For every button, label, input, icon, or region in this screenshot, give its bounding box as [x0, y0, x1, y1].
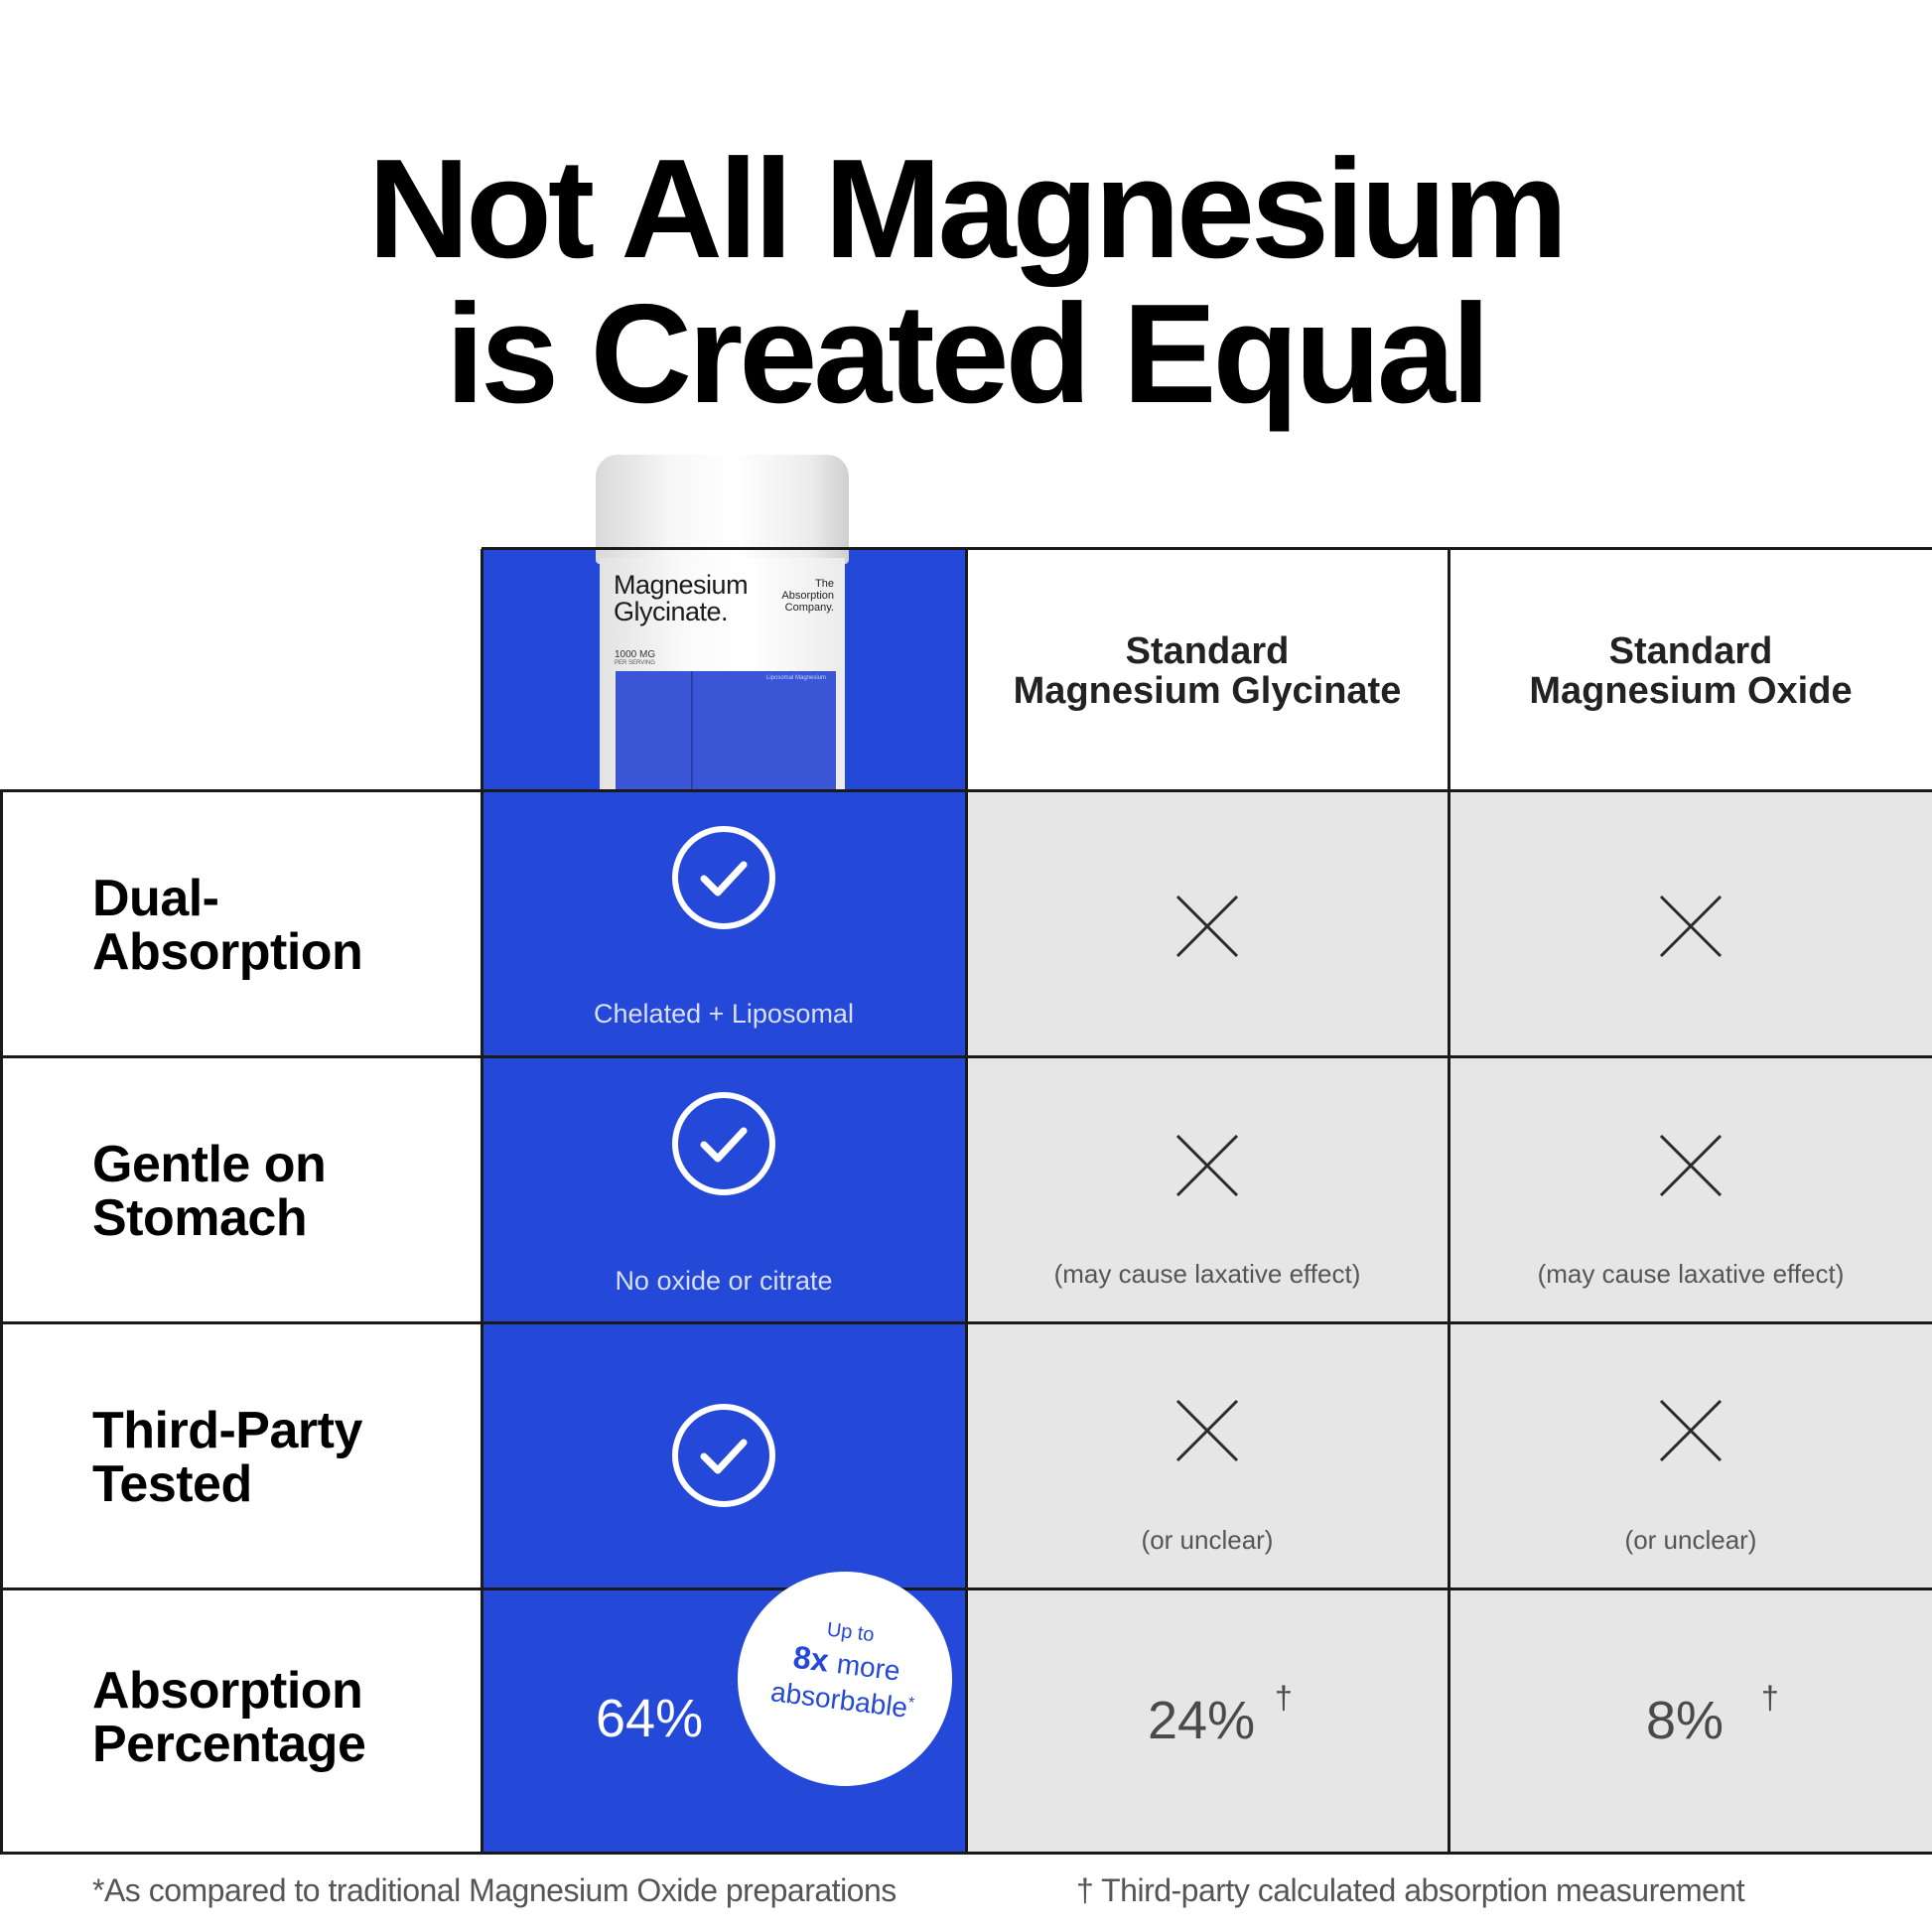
grid-line-top — [482, 547, 1932, 550]
check-circle-icon — [672, 1092, 775, 1195]
page-title: Not All Magnesium is Created Equal — [0, 137, 1932, 427]
column-header-standard-oxide: Standard Magnesium Oxide — [1529, 630, 1853, 712]
row-label-dual-absorption: Dual- Absorption — [92, 870, 363, 981]
footnote-comparison: *As compared to traditional Magnesium Ox… — [92, 1872, 897, 1908]
canister-tag: Liposomal Magnesium — [766, 675, 827, 681]
canister-brand: The Absorption Company. — [781, 578, 834, 614]
x-mark-icon — [1175, 1399, 1239, 1462]
row-label-gentle-on-stomach: Gentle on Stomach — [92, 1136, 327, 1247]
glycinate-note-gentle: (may cause laxative effect) — [1053, 1259, 1361, 1289]
oxide-note-gentle: (may cause laxative effect) — [1537, 1259, 1845, 1289]
featured-note-gentle: No oxide or citrate — [615, 1266, 833, 1296]
x-mark-icon — [1175, 895, 1239, 958]
product-canister: Magnesium Glycinate. The Absorption Comp… — [596, 455, 849, 791]
column-header-standard-glycinate: Standard Magnesium Glycinate — [1013, 630, 1402, 712]
title-line-2: is Created Equal — [445, 275, 1491, 433]
title-line-1: Not All Magnesium — [367, 130, 1569, 288]
x-mark-icon — [1659, 895, 1723, 958]
grid-line-col-3 — [1448, 549, 1450, 1854]
grid-line-col-1 — [481, 549, 483, 1854]
canister-serving: PER SERVING — [615, 660, 655, 666]
glycinate-dagger: † — [1275, 1680, 1293, 1716]
grid-line-left — [0, 791, 3, 1854]
canister-dose: 1000 MG — [615, 649, 656, 660]
absorption-badge: Up to 8x more absorbable* — [738, 1572, 952, 1786]
featured-note-dual-absorption: Chelated + Liposomal — [594, 999, 854, 1029]
footnote-measurement: † Third-party calculated absorption meas… — [1076, 1872, 1745, 1908]
grid-line-col-2 — [965, 549, 968, 1854]
glycinate-absorption-value: 24% — [1148, 1691, 1256, 1750]
oxide-dagger: † — [1761, 1680, 1779, 1716]
check-circle-icon — [672, 1404, 775, 1507]
canister-product-name: Magnesium Glycinate. — [614, 570, 749, 626]
x-mark-icon — [1659, 1134, 1723, 1197]
oxide-absorption-value: 8% — [1646, 1691, 1725, 1750]
canister-label-band — [616, 671, 836, 791]
x-mark-icon — [1659, 1399, 1723, 1462]
check-circle-icon — [672, 826, 775, 929]
featured-absorption-value: 64% — [596, 1689, 704, 1748]
canister-lid — [596, 455, 849, 564]
glycinate-note-tested: (or unclear) — [1141, 1525, 1274, 1555]
canister-label-divider — [691, 671, 693, 791]
oxide-note-tested: (or unclear) — [1624, 1525, 1757, 1555]
row-label-absorption-percentage: Absorption Percentage — [92, 1662, 366, 1773]
row-label-third-party-tested: Third-Party Tested — [92, 1402, 362, 1513]
x-mark-icon — [1175, 1134, 1239, 1197]
